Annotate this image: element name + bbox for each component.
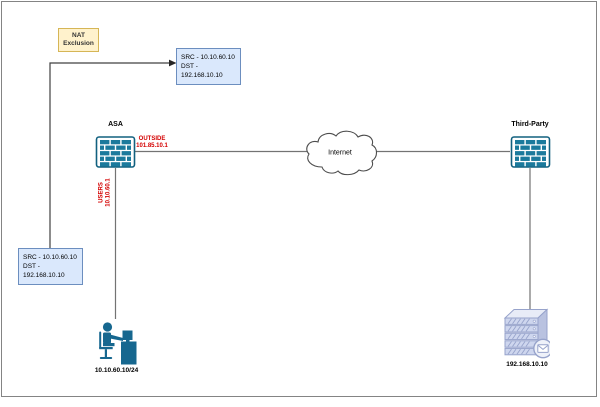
nat-flow-arrowhead xyxy=(169,59,177,67)
cloud-icon xyxy=(306,130,378,176)
server-led xyxy=(532,334,536,338)
server-ip-label: 192.168.10.10 xyxy=(506,361,548,368)
packet-top-dst: DST - 192.168.10.10 xyxy=(181,63,223,79)
nat-flow-connector xyxy=(49,62,170,248)
asa-firewall-icon xyxy=(95,136,136,168)
user-workstation-icon xyxy=(99,322,137,365)
third-party-firewall-icon xyxy=(510,136,551,168)
packet-bottom-dst: DST - 192.168.10.10 xyxy=(23,263,65,279)
internet-cloud: Internet xyxy=(306,130,378,176)
monitor-stand xyxy=(126,340,130,342)
nat-exclusion-note: NAT Exclusion xyxy=(58,28,99,52)
workstation-ip-label: 10.10.60.10/24 xyxy=(94,367,139,374)
mail-server-icon xyxy=(503,308,550,359)
envelope-flap xyxy=(537,344,549,351)
person-lap xyxy=(103,343,115,347)
monitor xyxy=(122,330,133,340)
server-led xyxy=(532,319,536,323)
server-slat xyxy=(504,317,539,325)
server-led xyxy=(532,327,536,331)
nat-exclusion-line1: NAT xyxy=(72,32,85,39)
person-torso xyxy=(103,332,111,344)
packet-label-top: SRC - 10.10.60.10 DST - 192.168.10.10 xyxy=(176,48,241,85)
chair-seat xyxy=(99,347,113,350)
third-party-label: Third-Party xyxy=(511,121,549,128)
diagram-border xyxy=(1,1,597,397)
packet-top-src: SRC - 10.10.60.10 xyxy=(181,54,235,61)
person-arm xyxy=(110,334,123,341)
server-slat xyxy=(504,332,539,341)
chair-base xyxy=(99,357,113,359)
server-vents xyxy=(507,318,530,355)
packet-label-bottom: SRC - 10.10.60.10 DST - 192.168.10.10 xyxy=(18,248,83,285)
internet-label: Internet xyxy=(328,150,352,157)
chair-pole xyxy=(104,349,107,358)
nat-exclusion-line2: Exclusion xyxy=(63,40,94,47)
asa-label: ASA xyxy=(108,121,123,128)
asa-users-interface-label: USERS 10.10.60.1 xyxy=(99,169,114,215)
packet-bottom-src: SRC - 10.10.60.10 xyxy=(23,254,77,261)
users-ip: 10.10.60.1 xyxy=(105,177,111,207)
person-head xyxy=(102,322,113,332)
outside-name: OUTSIDE xyxy=(138,136,166,142)
desk xyxy=(121,341,137,365)
chair-back xyxy=(99,331,102,349)
outside-ip: 101.85.10.1 xyxy=(136,142,168,149)
server-slat xyxy=(504,325,539,333)
asa-outside-interface-label: OUTSIDE 101.85.10.1 xyxy=(133,136,171,149)
